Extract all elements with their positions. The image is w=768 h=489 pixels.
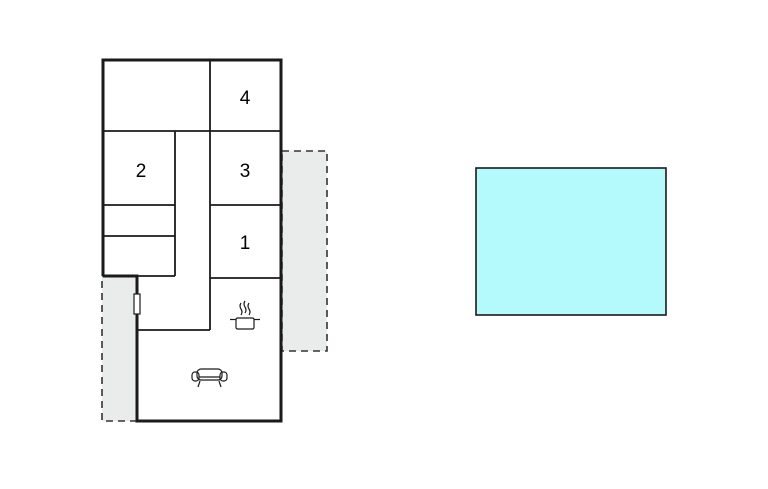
entrance-door [133, 293, 141, 315]
swimming-pool [475, 167, 667, 316]
terrace-left [101, 275, 138, 422]
room-label-4: 4 [240, 88, 251, 109]
cooking-pot-icon [230, 300, 260, 330]
interior-walls [104, 61, 280, 331]
room-label-1: 1 [240, 233, 251, 254]
terrace-right [281, 150, 328, 352]
room-label-2: 2 [136, 161, 147, 182]
room-label-3: 3 [240, 161, 251, 182]
sofa-icon [191, 368, 228, 388]
